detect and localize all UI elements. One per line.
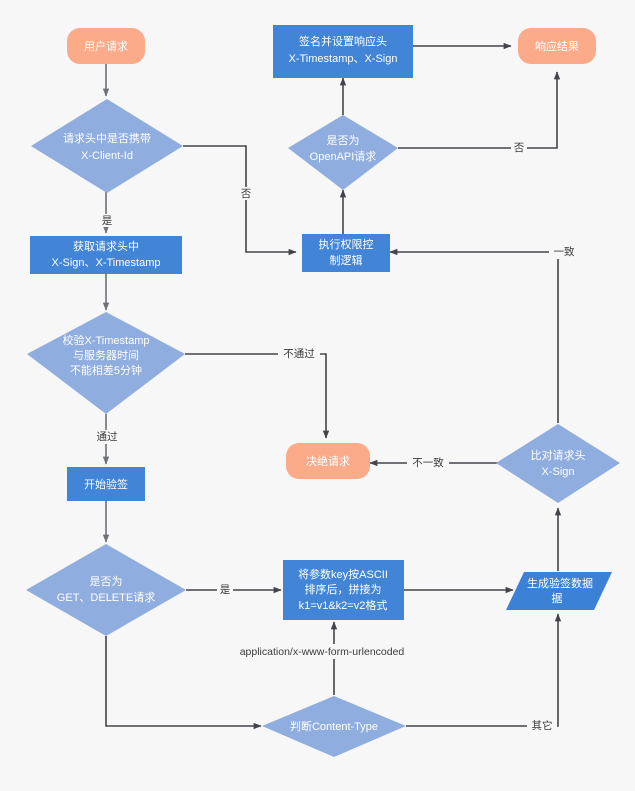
node-sort-params-ascii-shape[interactable]	[283, 560, 404, 620]
node-generate-sign-data[interactable]: 生成验签数据 据	[506, 572, 612, 610]
node-sign-and-set-headers[interactable]: 签名并设置响应头 X-Timestamp、X-Sign	[273, 25, 413, 78]
edge-label-bg-clientid-yes	[99, 214, 115, 227]
node-reject-request-shape[interactable]	[286, 443, 370, 479]
edge-label-openapi-no: 否	[514, 142, 525, 154]
node-response-result[interactable]: 响应结果	[518, 28, 596, 64]
edge-label-bg-contenttype-other	[527, 719, 557, 733]
node-check-content-type[interactable]: 判断Content-Type	[262, 696, 406, 757]
node-has-x-client-id[interactable]: 请求头中是否携带 X-Client-Id	[31, 99, 183, 193]
edge-label-bg-openapi-no	[511, 141, 527, 155]
node-response-result-shape[interactable]	[518, 28, 596, 64]
edge-label-bg-contenttype-urlencoded	[203, 644, 441, 659]
node-auth-control-logic-shape[interactable]	[302, 234, 390, 272]
node-check-content-type-shape[interactable]	[262, 696, 406, 757]
edge-label-clientid-yes: 是	[102, 215, 113, 227]
node-compare-x-sign[interactable]: 比对请求头 X-Sign	[496, 424, 620, 503]
edge-label-bg-timestamp-pass	[92, 430, 122, 444]
edge-label-bg-method-yes	[217, 583, 233, 596]
edge-label-contenttype-urlencoded: application/x-www-form-urlencoded	[240, 646, 405, 658]
node-has-x-client-id-shape[interactable]	[31, 99, 183, 193]
edge-label-timestamp-fail: 不通过	[283, 347, 315, 360]
edge-label-clientid-no: 否	[241, 188, 252, 200]
node-verify-timestamp-shape[interactable]	[27, 312, 185, 414]
edge-label-contenttype-other: 其它	[532, 719, 553, 732]
node-get-sign-headers-shape[interactable]	[30, 236, 182, 274]
edge-label-compare-mismatch: 不一致	[412, 456, 444, 469]
node-start-verify-sign-shape[interactable]	[67, 467, 145, 501]
node-sort-params-ascii[interactable]: 将参数key按ASCII 排序后，拼接为 k1=v1&k2=v2格式	[283, 560, 404, 620]
node-verify-timestamp[interactable]: 校验X-Timestamp 与服务器时间 不能相差5分钟	[27, 312, 185, 414]
node-is-get-delete-shape[interactable]	[26, 544, 186, 636]
edge-label-compare-match: 一致	[554, 245, 575, 258]
node-compare-x-sign-shape[interactable]	[496, 424, 620, 503]
edge-label-bg-timestamp-fail	[278, 347, 320, 361]
node-auth-control-logic[interactable]: 执行权限控 制逻辑	[302, 234, 390, 272]
node-reject-request[interactable]: 决绝请求	[286, 443, 370, 479]
node-start-verify-sign[interactable]: 开始验签	[67, 467, 145, 501]
edge-contenttype-other	[406, 613, 562, 727]
node-generate-sign-data-shape[interactable]	[506, 572, 612, 610]
edge-layer: 是 否 不通过 通过 是 ap	[92, 42, 579, 733]
node-is-openapi-request[interactable]: 是否为 OpenAPI请求	[288, 115, 398, 190]
node-user-request[interactable]: 用户请求	[67, 28, 145, 64]
node-is-openapi-request-shape[interactable]	[288, 115, 398, 190]
edge-label-method-yes: 是	[220, 584, 231, 596]
edge-timestamp-fail	[185, 353, 330, 439]
node-sign-and-set-headers-shape[interactable]	[273, 25, 413, 78]
node-is-get-delete[interactable]: 是否为 GET、DELETE请求	[26, 544, 186, 636]
edge-label-bg-compare-mismatch	[407, 456, 449, 470]
edge-label-timestamp-pass: 通过	[97, 430, 118, 443]
edge-method-no	[105, 636, 262, 730]
edge-compare-match	[389, 248, 559, 423]
edge-label-bg-clientid-no	[238, 187, 254, 200]
node-get-sign-headers[interactable]: 获取请求头中 X-Sign、X-Timestamp	[30, 236, 182, 274]
edge-openapi-no	[398, 71, 561, 149]
node-user-request-shape[interactable]	[67, 28, 145, 64]
edge-label-bg-compare-match	[549, 245, 579, 259]
